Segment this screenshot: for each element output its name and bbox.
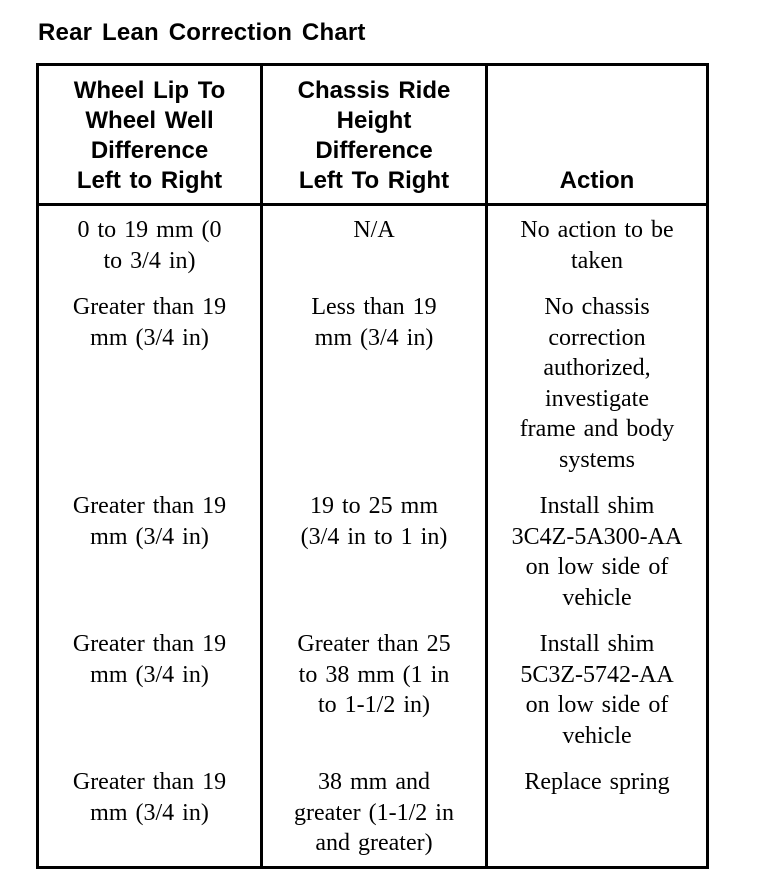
header-wheel-lip-difference: Wheel Lip To Wheel Well Difference Left … xyxy=(36,64,263,206)
table-row: Greater than 19 mm (3/4 in) 19 to 25 mm … xyxy=(36,482,709,620)
wheel-lip-cell: Greater than 19 mm (3/4 in) xyxy=(36,482,263,620)
wheel-lip-cell: Greater than 19 mm (3/4 in) xyxy=(36,283,263,482)
chassis-ride-cell: 38 mm and greater (1-1/2 in and greater) xyxy=(260,758,488,867)
action-cell: Install shim 5C3Z-5742-AA on low side of… xyxy=(485,620,709,758)
chassis-ride-cell: Greater than 25 to 38 mm (1 in to 1-1/2 … xyxy=(260,620,488,758)
table-row: Greater than 19 mm (3/4 in) Greater than… xyxy=(36,620,709,758)
table-row: Greater than 19 mm (3/4 in) 38 mm and gr… xyxy=(36,758,709,867)
wheel-lip-cell: Greater than 19 mm (3/4 in) xyxy=(36,758,263,867)
chassis-ride-cell: N/A xyxy=(260,204,488,283)
action-cell: No action to be taken xyxy=(485,204,709,283)
chassis-ride-cell: 19 to 25 mm (3/4 in to 1 in) xyxy=(260,482,488,620)
table-row: Greater than 19 mm (3/4 in) Less than 19… xyxy=(36,283,709,482)
action-cell: Replace spring xyxy=(485,758,709,867)
page-title: Rear Lean Correction Chart xyxy=(38,19,366,46)
action-cell: No chassis correction authorized, invest… xyxy=(485,283,709,482)
chassis-ride-cell: Less than 19 mm (3/4 in) xyxy=(260,283,488,482)
wheel-lip-cell: 0 to 19 mm (0 to 3/4 in) xyxy=(36,204,263,283)
header-chassis-ride-height-difference: Chassis Ride Height Difference Left To R… xyxy=(260,64,488,206)
wheel-lip-cell: Greater than 19 mm (3/4 in) xyxy=(36,620,263,758)
action-cell: Install shim 3C4Z-5A300-AA on low side o… xyxy=(485,482,709,620)
rear-lean-correction-table: Wheel Lip To Wheel Well Difference Left … xyxy=(36,63,709,869)
table-header-row: Wheel Lip To Wheel Well Difference Left … xyxy=(36,64,709,206)
table-row: 0 to 19 mm (0 to 3/4 in) N/A No action t… xyxy=(36,204,709,283)
header-action: Action xyxy=(485,64,709,206)
